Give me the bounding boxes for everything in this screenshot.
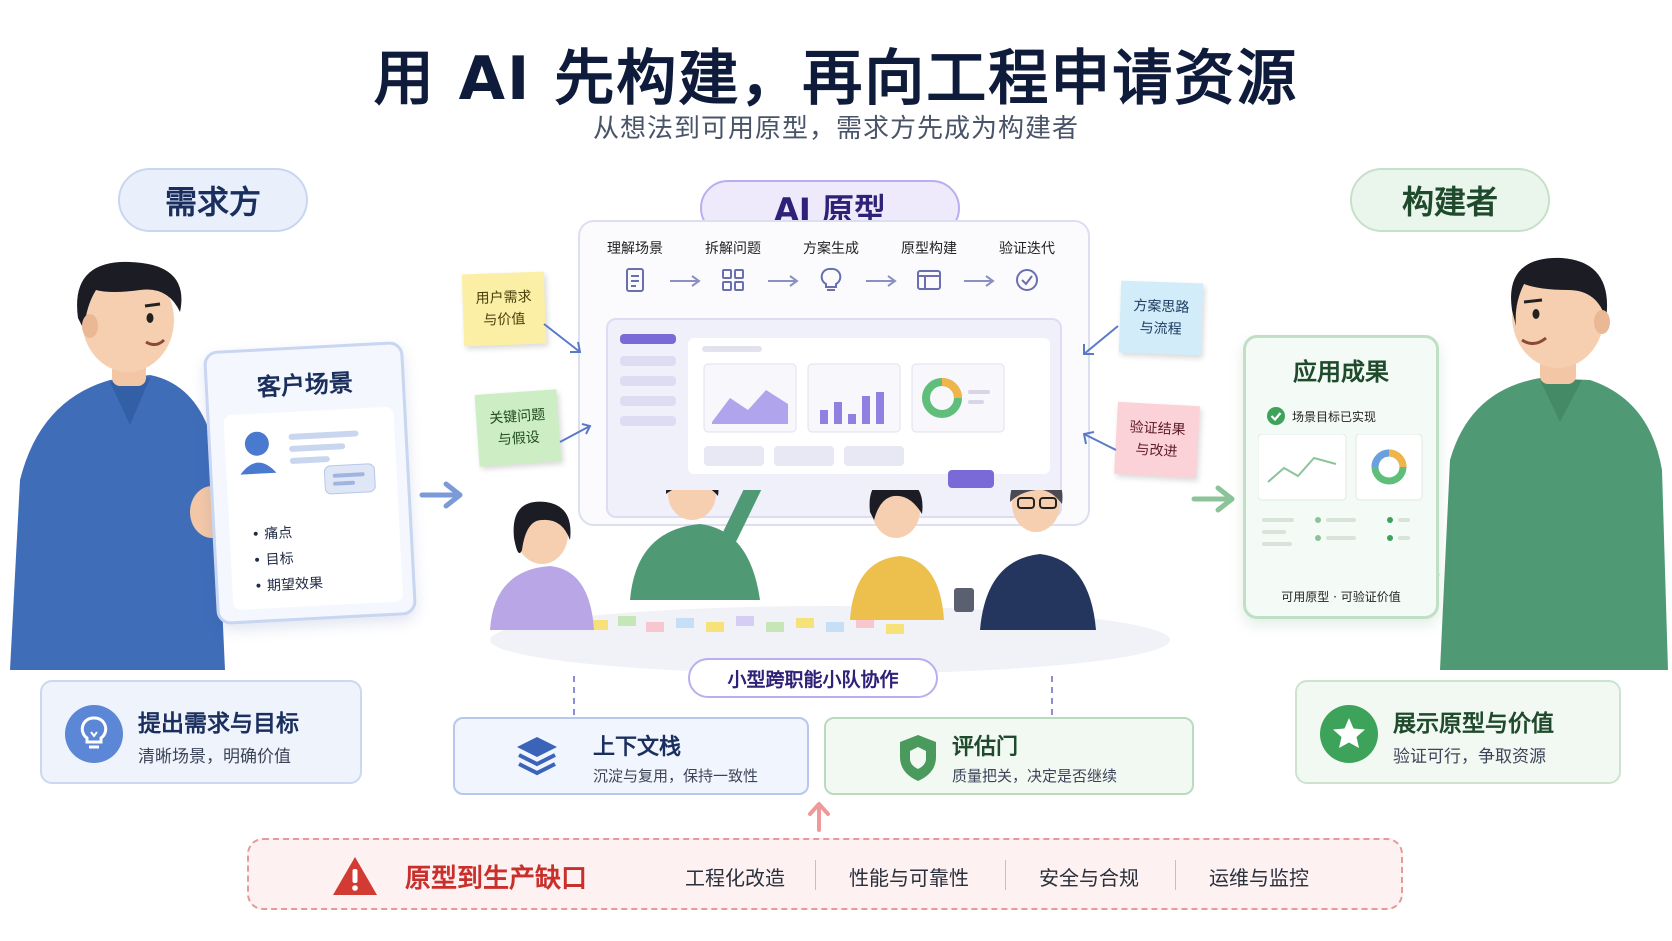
gap-divider: [1005, 860, 1006, 890]
layout-icon: [917, 270, 941, 290]
lightbulb-icon: [820, 267, 842, 291]
layers-icon: [517, 737, 557, 776]
gap-divider: [1175, 860, 1176, 890]
scenario-card-body: • 痛点 • 目标 • 期望效果: [223, 406, 404, 611]
card-gate-title: 评估门: [952, 735, 1019, 760]
page-title: 用 AI 先构建，再向工程申请资源: [373, 44, 1299, 114]
result-check-row: 场景目标已实现: [1266, 406, 1376, 426]
mock-dashboard-graphic: [620, 334, 1050, 488]
card-show-prototype: 展示原型与价值 验证可行，争取资源: [1295, 680, 1621, 784]
card-demand-goals: 提出需求与目标 清晰场景，明确价值: [40, 680, 362, 784]
process-step-understand: 理解场景: [590, 238, 680, 294]
step-arrow-icon: [670, 275, 701, 287]
gap-title: 原型到生产缺口: [405, 864, 588, 894]
card-context-title: 上下文栈: [593, 735, 682, 760]
gap-item-engineering: 工程化改造: [685, 866, 785, 890]
card-demand-title: 提出需求与目标: [138, 711, 299, 737]
team-collaboration-illustration: [490, 490, 1170, 674]
gap-item-ops: 运维与监控: [1209, 866, 1309, 890]
scenario-bullet-goal: • 目标: [252, 550, 295, 570]
process-step-prototype: 原型构建: [884, 238, 974, 294]
sticky-note-validation: 验证结果 与改进: [1114, 401, 1200, 479]
process-step-validate: 验证迭代: [982, 238, 1072, 294]
scenario-bullet-expect: • 期望效果: [253, 575, 324, 596]
team-collaboration-label: 小型跨职能小队协作: [688, 658, 938, 698]
scenario-card: 客户场景 • 痛点 • 目标 • 期望效果: [202, 340, 418, 626]
arrow-right-icon: [1191, 485, 1235, 513]
arrow-icon: [559, 423, 592, 443]
sticky-note-solution-flow: 方案思路 与流程: [1118, 280, 1204, 356]
arrow-right-icon: [419, 481, 463, 509]
arrow-icon: [1082, 431, 1117, 451]
sticky-note-key-questions: 关键问题 与假设: [474, 389, 562, 467]
result-card-title: 应用成果: [1293, 358, 1389, 386]
prototype-to-production-gap: 原型到生产缺口 工程化改造 性能与可靠性 安全与合规 运维与监控: [247, 838, 1403, 910]
result-card: 应用成果 场景目标已实现 可用原型 · 可验证价值: [1243, 335, 1439, 619]
gap-divider: [815, 860, 816, 890]
role-pill-demand: 需求方: [118, 168, 308, 232]
gap-item-performance: 性能与可靠性: [849, 866, 969, 890]
builder-person-illustration: [1400, 257, 1668, 670]
document-icon: [626, 268, 644, 292]
card-show-sub: 验证可行，争取资源: [1393, 747, 1546, 767]
sticky-note-user-needs: 用户需求 与价值: [461, 271, 547, 347]
card-context-stack: 上下文栈 沉淀与复用，保持一致性: [453, 717, 809, 795]
dashed-connectors: [573, 676, 1053, 716]
page-subtitle: 从想法到可用原型，需求方先成为构建者: [592, 114, 1079, 144]
card-evaluation-gate: 评估门 质量把关，决定是否继续: [824, 717, 1194, 795]
star-icon: [1320, 705, 1378, 763]
user-profile-icon: [240, 430, 376, 495]
process-step-decompose: 拆解问题: [688, 238, 778, 294]
demand-person-illustration: [10, 261, 234, 670]
scenario-bullet-pain: • 痛点: [251, 525, 293, 544]
warning-icon: [333, 857, 377, 895]
card-context-sub: 沉淀与复用，保持一致性: [593, 767, 759, 785]
role-pill-builder: 构建者: [1350, 168, 1550, 232]
card-show-title: 展示原型与价值: [1393, 711, 1554, 737]
shield-icon: [900, 735, 936, 781]
step-arrow-icon: [866, 275, 897, 287]
card-demand-sub: 清晰场景，明确价值: [138, 747, 291, 767]
card-gate-sub: 质量把关，决定是否继续: [952, 767, 1118, 785]
check-circle-icon: [1016, 269, 1038, 291]
lightbulb-icon: [65, 705, 123, 763]
gap-item-security: 安全与合规: [1039, 866, 1139, 890]
arrow-icon: [543, 323, 582, 353]
arrow-up-icon: [808, 802, 830, 832]
grid-icon: [722, 269, 744, 291]
check-circle-icon: [1267, 407, 1285, 425]
arrow-icon: [1083, 325, 1119, 355]
step-arrow-icon: [964, 275, 995, 287]
scenario-card-title: 客户场景: [256, 368, 354, 402]
prototype-mock-screen: [606, 318, 1062, 518]
result-card-footer: 可用原型 · 可验证价值: [1281, 590, 1401, 604]
step-arrow-icon: [768, 275, 799, 287]
process-step-solution: 方案生成: [786, 238, 876, 294]
result-chart-graphic: [1258, 434, 1423, 546]
